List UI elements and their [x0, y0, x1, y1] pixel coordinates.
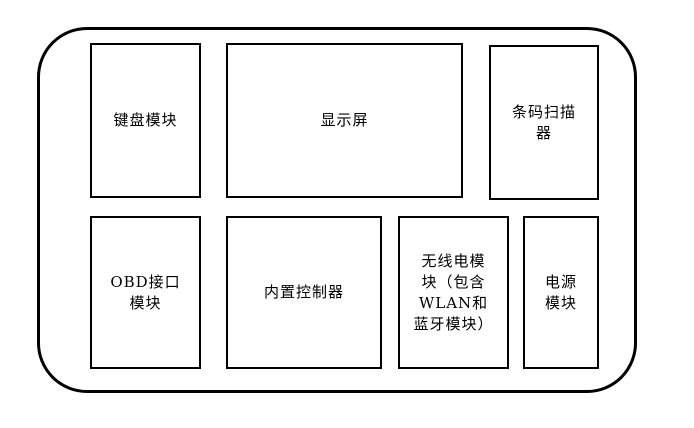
barcode-scanner-module-box: 条码扫描 器	[489, 45, 599, 200]
power-module-label: 电源 模块	[544, 272, 577, 312]
controller-module-box: 内置控制器	[226, 216, 382, 369]
keyboard-module-label: 键盘模块	[113, 111, 178, 129]
power-module-box: 电源 模块	[523, 216, 599, 369]
obd-interface-module-label: OBD接口 模块	[110, 272, 181, 312]
display-module-label: 显示屏	[320, 111, 369, 129]
wireless-module-label: 无线电模 块（包含 WLAN和 蓝牙模块）	[413, 251, 494, 333]
display-module-box: 显示屏	[226, 43, 463, 198]
wireless-module-box: 无线电模 块（包含 WLAN和 蓝牙模块）	[398, 216, 509, 369]
controller-module-label: 内置控制器	[263, 283, 344, 301]
obd-interface-module-box: OBD接口 模块	[90, 216, 201, 369]
barcode-scanner-module-label: 条码扫描 器	[511, 102, 576, 142]
keyboard-module-box: 键盘模块	[90, 43, 201, 198]
